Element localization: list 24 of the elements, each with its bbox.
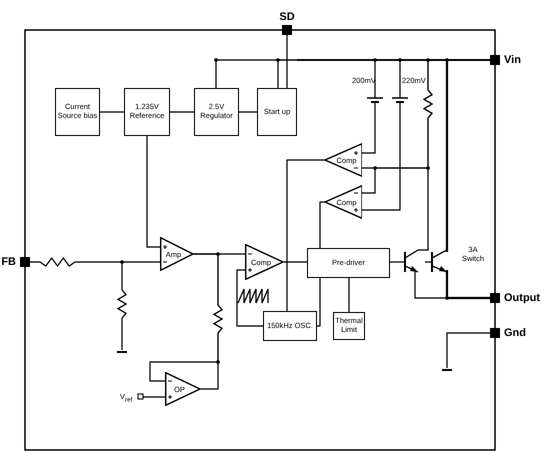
wire <box>30 256 160 268</box>
wire <box>239 111 257 113</box>
pin-label: Output <box>504 292 540 304</box>
wire <box>236 269 263 327</box>
amplifier-triangle <box>165 372 200 406</box>
pin-label: FB <box>1 256 16 268</box>
wire <box>193 253 224 390</box>
amplifier-triangle <box>245 244 283 280</box>
pin-label: SD <box>279 11 295 23</box>
pin-label: Gnd <box>504 327 526 339</box>
wire <box>100 111 124 113</box>
wire <box>170 111 194 113</box>
wire <box>319 201 325 248</box>
wire <box>362 59 490 194</box>
wire <box>286 35 288 88</box>
wire <box>348 278 350 312</box>
wire <box>286 159 325 311</box>
wire <box>146 136 160 248</box>
amplifier-triangle <box>325 143 362 177</box>
pin-label: Vin <box>504 54 521 66</box>
wire <box>283 261 307 263</box>
amplifier-triangle <box>160 237 193 271</box>
amplifier-triangle <box>325 185 362 219</box>
wire <box>317 278 321 327</box>
